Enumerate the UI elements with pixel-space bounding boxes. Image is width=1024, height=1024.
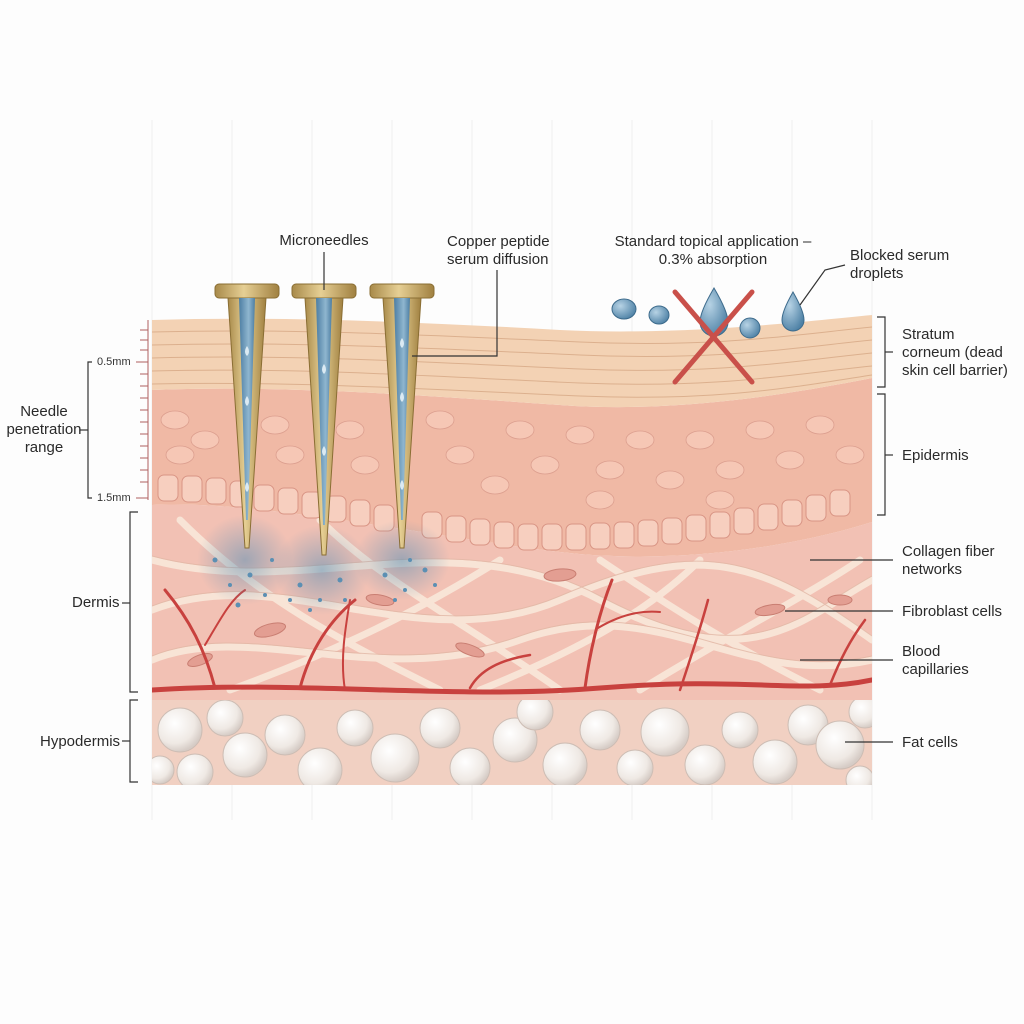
- depth-top-label: 0.5mm: [97, 356, 137, 369]
- capillaries-label: Blood capillaries: [902, 643, 1012, 679]
- microneedles-label: Microneedles: [264, 232, 384, 250]
- epidermis-label: Epidermis: [902, 447, 1012, 465]
- depth-ruler: [136, 320, 148, 500]
- copper-peptide-label: Copper peptide serum diffusion: [447, 233, 587, 269]
- fat-cells-label: Fat cells: [902, 734, 1012, 752]
- needle-range-bracket: [88, 362, 92, 498]
- depth-bottom-label: 1.5mm: [97, 492, 137, 505]
- needle-range-label: Needle penetration range: [6, 403, 82, 457]
- collagen-label: Collagen fiber networks: [902, 543, 1017, 579]
- hypodermis-label: Hypodermis: [40, 733, 130, 751]
- left-brackets: [80, 362, 138, 782]
- blocked-serum-leader: [800, 265, 845, 305]
- hypodermis-bracket: [130, 700, 138, 782]
- blocked-serum-label: Blocked serum droplets: [850, 247, 1000, 283]
- epidermis-bracket: [877, 394, 885, 515]
- dermis-label: Dermis: [72, 594, 132, 612]
- right-brackets: [877, 317, 893, 515]
- stratum-bracket: [877, 317, 885, 387]
- standard-topical-label: Standard topical application – 0.3% abso…: [600, 233, 826, 269]
- stratum-corneum-label: Stratum corneum (dead skin cell barrier): [902, 326, 1020, 380]
- fibroblast-label: Fibroblast cells: [902, 603, 1024, 621]
